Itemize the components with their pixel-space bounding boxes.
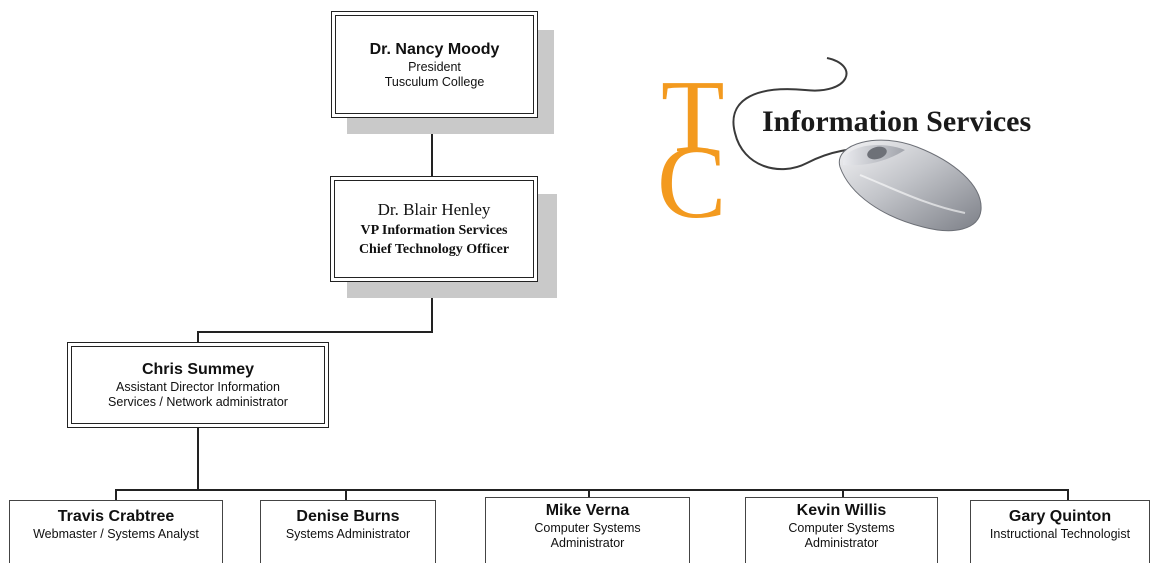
connector-president-vp	[431, 118, 433, 176]
director-title-2: Services / Network administrator	[108, 395, 288, 409]
staff-title: Instructional Technologist	[989, 527, 1131, 541]
staff-box: Mike Verna Computer Systems Administrato…	[485, 497, 690, 563]
logo-letter-c: C	[657, 125, 727, 240]
staff-name: Mike Verna	[545, 502, 630, 519]
staff-title-2: Administrator	[804, 536, 879, 550]
staff-title-2: Administrator	[550, 536, 625, 550]
vp-title-2: Chief Technology Officer	[358, 242, 510, 257]
staff-title: Webmaster / Systems Analyst	[33, 527, 199, 541]
connector-staff-drop	[115, 489, 117, 500]
connector-staff-drop	[345, 489, 347, 500]
logo-letter-t: T	[661, 59, 725, 174]
staff-name: Gary Quinton	[1008, 508, 1112, 525]
connector-staff-drop	[1067, 489, 1069, 500]
connector-vp-director	[197, 331, 199, 343]
staff-name: Denise Burns	[296, 508, 400, 525]
staff-title: Computer Systems	[788, 521, 895, 535]
president-name: Dr. Nancy Moody	[369, 40, 500, 58]
president-box: Dr. Nancy Moody President Tusculum Colle…	[331, 11, 538, 118]
vp-box: Dr. Blair Henley VP Information Services…	[330, 176, 538, 282]
staff-box: Travis Crabtree Webmaster / Systems Anal…	[9, 500, 223, 563]
computer-mouse-icon	[732, 57, 982, 232]
connector-staff-bus	[115, 489, 1069, 491]
connector-director-bus	[197, 428, 199, 490]
director-title: Assistant Director Information	[116, 380, 280, 394]
staff-name: Travis Crabtree	[57, 508, 175, 525]
connector-vp-down	[431, 282, 433, 332]
staff-box: Kevin Willis Computer Systems Administra…	[745, 497, 938, 563]
president-title: President	[408, 59, 461, 74]
staff-title: Computer Systems	[534, 521, 641, 535]
vp-title: VP Information Services	[360, 223, 508, 238]
staff-title: Systems Administrator	[285, 527, 411, 541]
staff-box: Denise Burns Systems Administrator	[260, 500, 436, 563]
director-box: Chris Summey Assistant Director Informat…	[67, 342, 329, 428]
staff-name: Kevin Willis	[796, 502, 887, 519]
logo-title: Information Services	[762, 105, 1032, 138]
connector-staff-drop	[842, 489, 844, 497]
vp-name: Dr. Blair Henley	[377, 200, 491, 219]
director-name: Chris Summey	[141, 361, 255, 378]
connector-staff-drop	[588, 489, 590, 497]
logo: T C Information Services	[655, 55, 1135, 240]
connector-vp-horizontal	[197, 331, 433, 333]
president-organization: Tusculum College	[384, 74, 485, 89]
staff-box: Gary Quinton Instructional Technologist	[970, 500, 1150, 563]
